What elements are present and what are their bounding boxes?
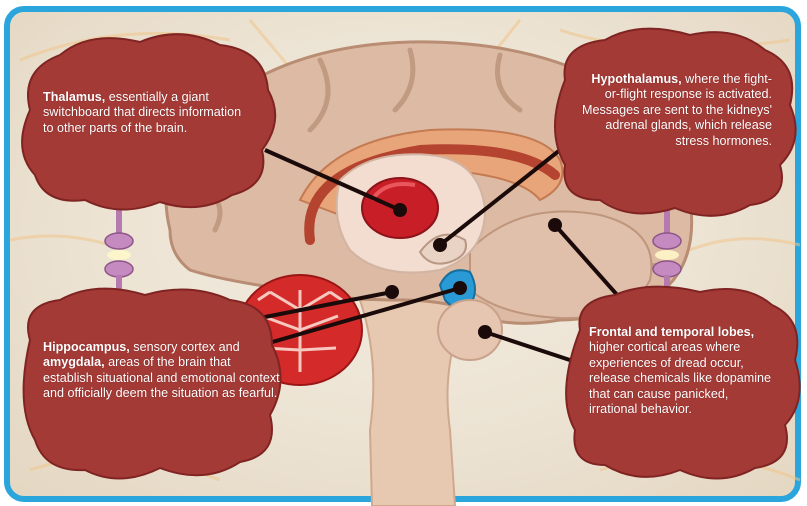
amygdala-term: amygdala, [43, 355, 105, 369]
hypothalamus-term: Hypothalamus, [591, 72, 681, 86]
thalamus-term: Thalamus, [43, 90, 105, 104]
hippocampus-label: Hippocampus, sensory cortex and amygdala… [43, 340, 283, 402]
lobes-term: Frontal and temporal lobes, [589, 325, 754, 339]
pons [438, 300, 502, 360]
thalamus-label: Thalamus, essentially a giant switchboar… [43, 90, 248, 136]
neuron-synapse-icon [105, 210, 133, 300]
lobes-description: higher cortical areas where experiences … [589, 340, 771, 416]
hypothalamus-label: Hypothalamus, where the fight-or-flight … [577, 72, 772, 149]
hippocampus-mid: sensory cortex and [130, 340, 240, 354]
lobes-label: Frontal and temporal lobes, higher corti… [589, 325, 774, 417]
hippocampus-term: Hippocampus, [43, 340, 130, 354]
